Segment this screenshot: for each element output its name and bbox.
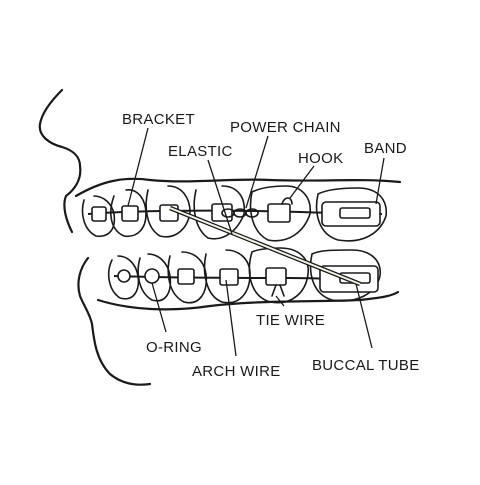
lower-bracket-3	[177, 268, 195, 285]
label-hook: HOOK	[298, 150, 343, 167]
upper-tooth-2	[110, 189, 147, 238]
nose-outline	[38, 88, 82, 234]
leader-o-ring	[151, 282, 167, 333]
face-profile	[38, 88, 152, 386]
lower-tooth-2	[137, 253, 172, 302]
tie-wire-twist	[271, 284, 285, 297]
leader-lines	[127, 127, 385, 357]
lower-bracket-5	[265, 267, 287, 286]
upper-hook	[281, 197, 293, 205]
lower-tooth-6	[309, 249, 381, 302]
upper-tooth-6	[315, 187, 387, 242]
leader-elastic	[207, 159, 233, 235]
power-chain	[221, 208, 259, 218]
upper-gum-line	[74, 177, 402, 198]
leader-tie-wire	[275, 295, 285, 307]
label-elastic: ELASTIC	[168, 143, 233, 160]
upper-bracket-3	[159, 204, 179, 222]
elastic-band	[169, 205, 361, 287]
elastic-inner	[169, 207, 361, 285]
upper-tooth-5	[249, 185, 311, 242]
label-power-chain: POWER CHAIN	[230, 119, 341, 136]
chin-outline	[77, 256, 152, 386]
label-buccal-tube: BUCCAL TUBE	[312, 357, 420, 374]
upper-bracket-2	[121, 205, 139, 222]
leader-bracket	[127, 127, 149, 207]
lower-tooth-1	[107, 255, 140, 300]
lower-o-ring-2	[144, 268, 160, 284]
label-bracket: BRACKET	[122, 111, 195, 128]
upper-tooth-1	[81, 195, 116, 238]
label-band: BAND	[364, 140, 407, 157]
lower-bracket-4	[219, 268, 239, 286]
lower-tooth-4	[203, 249, 251, 304]
leader-buccal-tube	[355, 283, 373, 349]
leader-arch-wire	[225, 279, 237, 357]
lower-o-ring-1	[117, 269, 131, 283]
upper-bracket-1	[91, 206, 107, 222]
label-tie-wire: TIE WIRE	[256, 312, 325, 329]
leader-power-chain	[245, 135, 269, 209]
upper-appliance	[87, 197, 383, 227]
leader-band	[375, 157, 385, 205]
leader-hook	[289, 165, 315, 199]
upper-buccal-tube	[339, 207, 371, 219]
lower-tooth-3	[167, 251, 208, 304]
labels: BRACKET POWER CHAIN ELASTIC HOOK BAND O-…	[122, 111, 420, 380]
upper-tooth-3	[145, 185, 191, 238]
upper-bracket-5	[267, 203, 291, 223]
label-o-ring: O-RING	[146, 339, 202, 356]
label-arch-wire: ARCH WIRE	[192, 363, 281, 380]
